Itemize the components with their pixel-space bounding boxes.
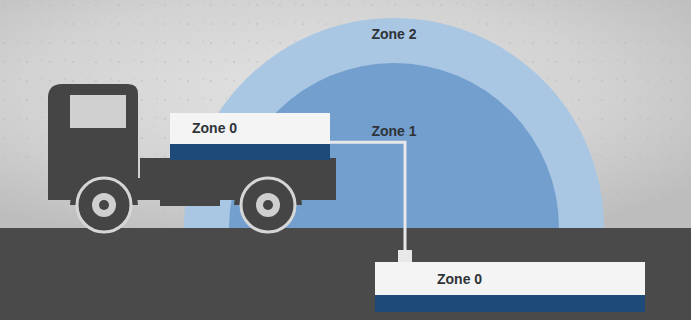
rear-rim	[256, 193, 280, 217]
zone-label: Zone 2	[184, 26, 604, 42]
fuel-box	[160, 176, 220, 206]
front-rim	[92, 193, 116, 217]
rear-wheel	[241, 178, 295, 232]
tank-box: Zone 0	[170, 113, 330, 160]
rear-hub	[263, 200, 273, 210]
front-wheel	[77, 178, 131, 232]
ground	[0, 228, 691, 320]
truck-window	[70, 95, 126, 128]
concrete-texture	[0, 0, 691, 228]
tank-fill-neck	[398, 250, 412, 262]
zone-label: Zone 0	[170, 120, 330, 136]
front-hub	[99, 200, 109, 210]
concrete-wall	[0, 0, 691, 228]
tank-box: Zone 0	[375, 262, 645, 312]
zone-label: Zone 0	[375, 271, 645, 287]
